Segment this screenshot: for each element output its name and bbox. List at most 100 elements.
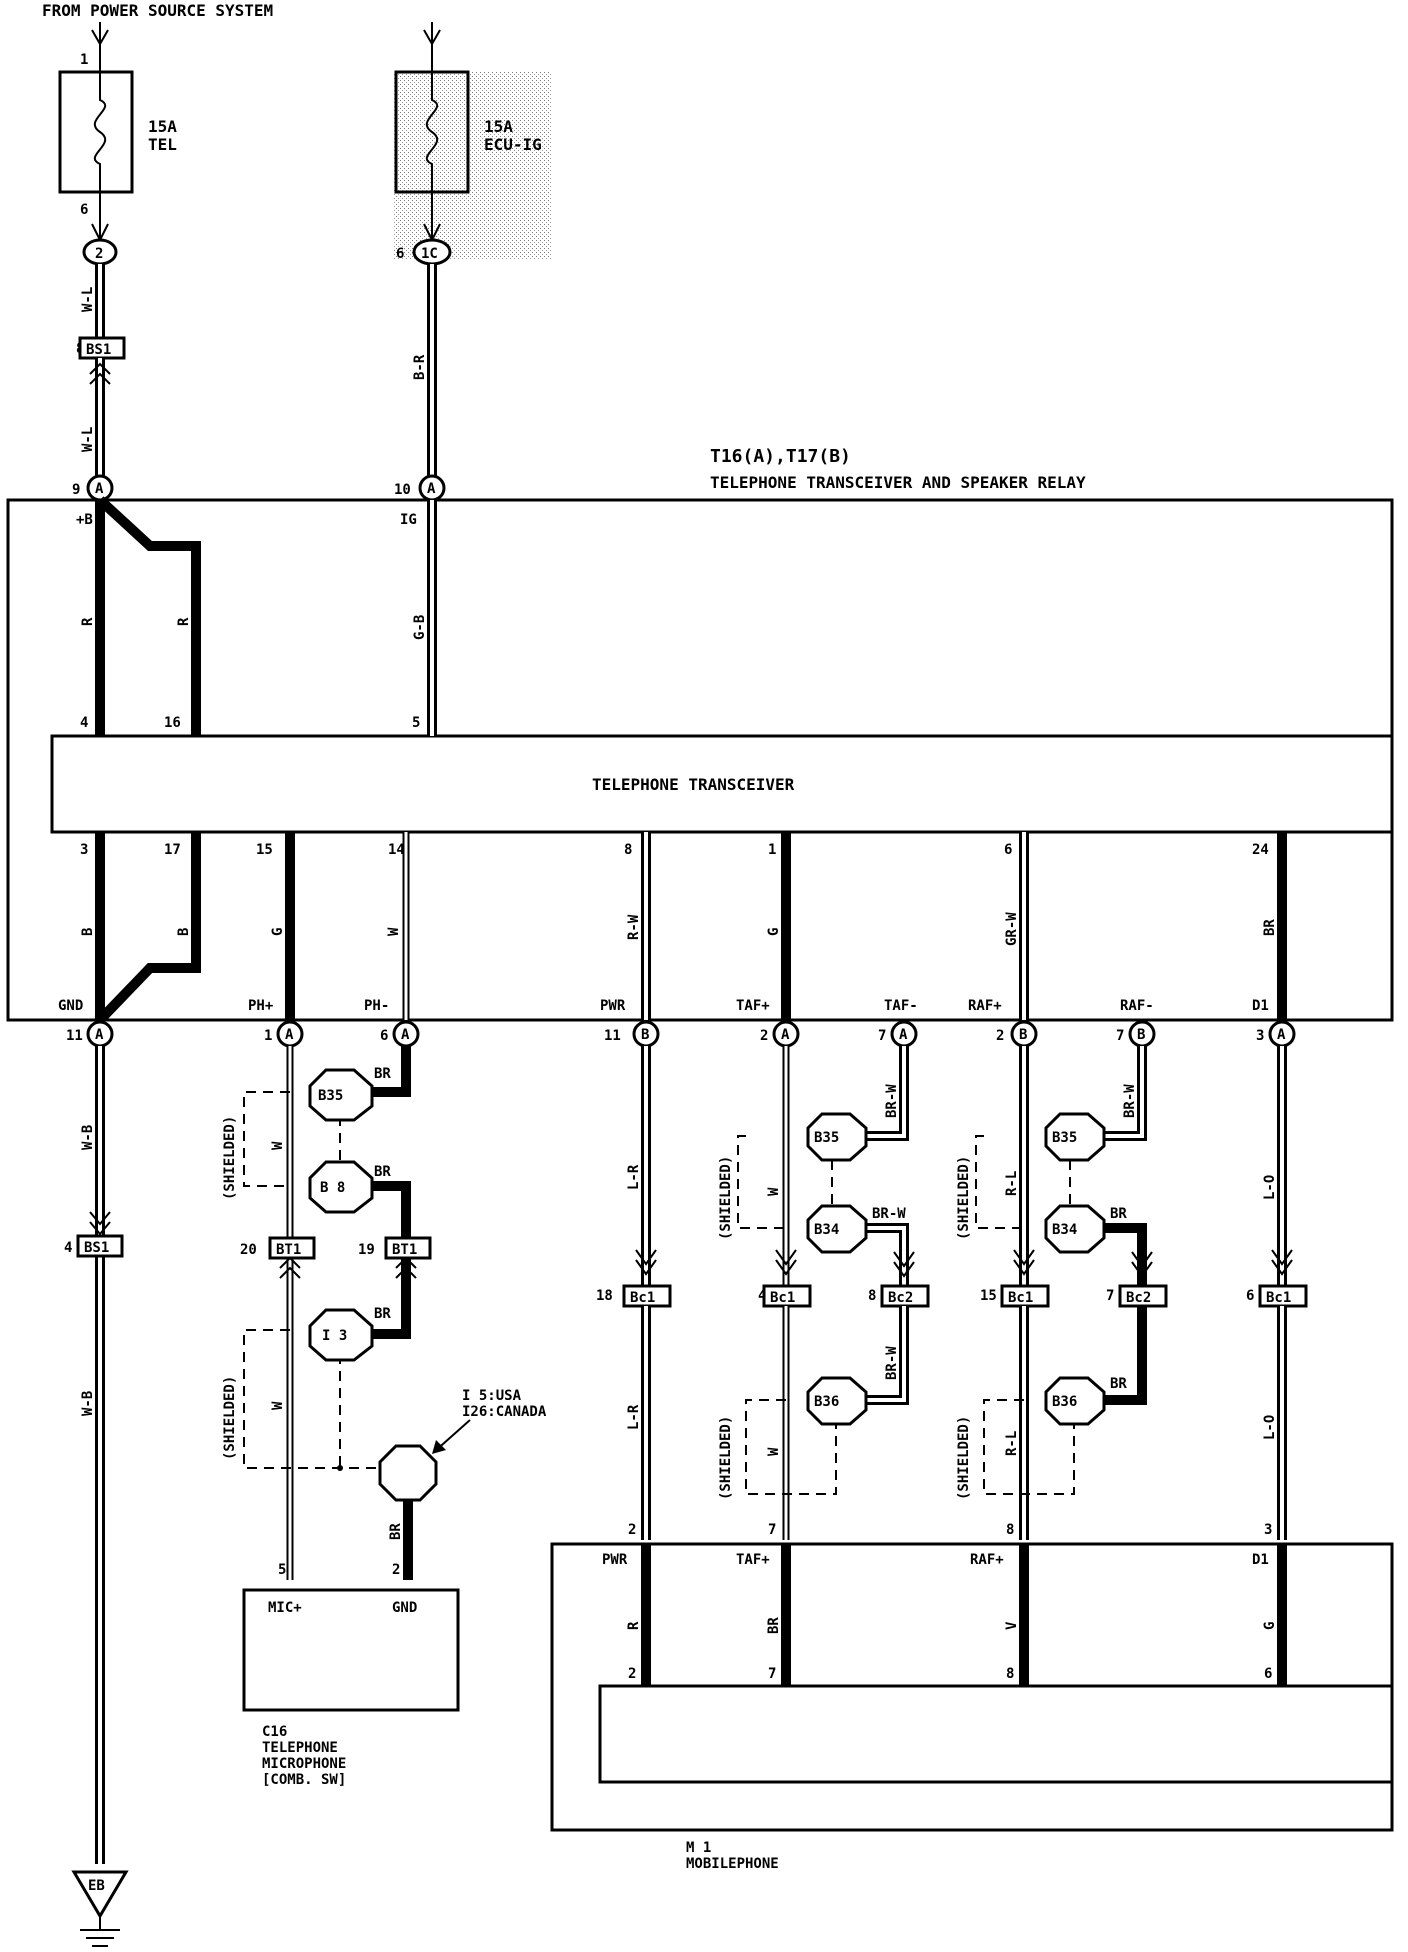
mobile-pin-8: 8: [1006, 1666, 1014, 1682]
eb-label: EB: [88, 1878, 105, 1894]
mic-name-3: [COMB. SW]: [262, 1772, 346, 1788]
wire-label: L-O: [1262, 1415, 1278, 1440]
wire-label: B: [176, 928, 192, 936]
relay-pin-5: 5: [412, 715, 420, 731]
bc2-label: Bc2: [888, 1290, 913, 1306]
term-php: PH+: [248, 998, 273, 1014]
bt1-pin-right: 19: [358, 1242, 375, 1258]
wire-label: R-L: [1004, 1431, 1020, 1456]
splice-b35-taf: B35: [806, 1112, 868, 1162]
connector-bs1-bottom: [76, 1234, 124, 1258]
bs1-bot-pin: 4: [64, 1240, 72, 1256]
relay-pin-8: 8: [624, 842, 632, 858]
wire-label: R-L: [1004, 1171, 1020, 1196]
wire-label: R: [626, 1621, 642, 1630]
mic-pin-5: 5: [278, 1562, 286, 1578]
splice-b35-left: B35: [308, 1068, 374, 1122]
relay-pin-4: 4: [80, 715, 88, 731]
wire-label: BR: [374, 1164, 391, 1180]
ground-point-i5: [378, 1444, 438, 1502]
fuse-ecu-amp: 15A: [484, 117, 513, 136]
splice-b36-taf: B36: [806, 1376, 868, 1426]
arrow-in-icon: [91, 29, 109, 47]
mic-term-mic: MIC+: [268, 1600, 302, 1616]
relay-pin-1: 1: [768, 842, 776, 858]
bc1-label: Bc1: [1266, 1290, 1291, 1306]
mobile-pin-2: 2: [628, 1666, 636, 1682]
shield-label: (SHIELDED): [956, 1416, 972, 1500]
wire-label: R: [80, 617, 96, 626]
bc1-label: Bc1: [770, 1290, 795, 1306]
mobile-term-tafp: TAF+: [736, 1552, 770, 1568]
svg-text:3: 3: [1256, 1028, 1264, 1044]
splice-b35-raf: B35: [1044, 1112, 1106, 1162]
mic-pin-2: 2: [392, 1562, 400, 1578]
relay-pin-10: 10: [394, 482, 411, 498]
wire-gnd-loop: [95, 832, 201, 1024]
ground-icon: [80, 1916, 120, 1947]
shaded-area: [394, 72, 552, 260]
wire-label: BR-W: [884, 1346, 900, 1380]
transceiver-label: TELEPHONE TRANSCEIVER: [592, 775, 795, 794]
svg-text:B36: B36: [814, 1394, 839, 1410]
bt1-label: BT1: [392, 1242, 417, 1258]
c1c-pin: 6: [396, 246, 404, 262]
term-ig: IG: [400, 512, 417, 528]
wire-label: B: [80, 928, 96, 936]
svg-text:11: 11: [604, 1028, 621, 1044]
ground-point-eb: [71, 1870, 129, 1919]
mobile-pin-6: 6: [1264, 1666, 1272, 1682]
bc1-label: Bc1: [1008, 1290, 1033, 1306]
svg-text:A: A: [285, 1027, 294, 1043]
svg-text:A: A: [401, 1027, 410, 1043]
wire-label: BR: [1262, 919, 1278, 936]
fuse-ecu-icon: [425, 72, 439, 192]
mobile-term-d1: D1: [1252, 1552, 1269, 1568]
mic-box: [242, 1588, 460, 1712]
svg-text:1: 1: [264, 1028, 272, 1044]
wire-label: R-W: [626, 914, 642, 940]
svg-text:B: B: [1019, 1027, 1027, 1043]
ground-note-usa: I 5:USA: [462, 1388, 522, 1404]
svg-text:B34: B34: [1052, 1222, 1077, 1238]
term-rafp: RAF+: [968, 998, 1002, 1014]
wire-label: W: [766, 1187, 782, 1196]
relay-pin-17: 17: [164, 842, 181, 858]
shield-label: (SHIELDED): [718, 1156, 734, 1240]
mobilephone-inner-box: [598, 1684, 1394, 1784]
wire-label: L-R: [626, 1404, 642, 1430]
svg-text:7: 7: [878, 1028, 886, 1044]
svg-text:B35: B35: [318, 1088, 343, 1104]
term-tafp: TAF+: [736, 998, 770, 1014]
wire-label: G-B: [412, 615, 428, 640]
svg-text:B 8: B 8: [320, 1180, 345, 1196]
bc2-label: Bc2: [1126, 1290, 1151, 1306]
ground-note-canada: I26:CANADA: [462, 1404, 547, 1420]
splice-b36-raf: B36: [1044, 1376, 1106, 1426]
term-d1: D1: [1252, 998, 1269, 1014]
wire-label: W: [270, 1401, 286, 1410]
wire-label: G: [1262, 1622, 1278, 1630]
term-pb: +B: [76, 512, 93, 528]
wire-label: W-L: [80, 287, 96, 312]
fuse-ecu-name: ECU-IG: [484, 135, 542, 154]
wire-label: W: [766, 1447, 782, 1456]
wire-label: BR: [1110, 1206, 1127, 1222]
mobile-pin-top-8: 8: [1006, 1522, 1014, 1538]
mobile-code: M 1: [686, 1840, 711, 1856]
wire-label: W: [386, 927, 402, 936]
mic-name-1: TELEPHONE: [262, 1740, 338, 1756]
bc-pin-15: 15: [980, 1288, 997, 1304]
term-gnd: GND: [58, 998, 83, 1014]
shield-label: (SHIELDED): [222, 1116, 238, 1200]
bc-pin-18: 18: [596, 1288, 613, 1304]
relay-pin-15: 15: [256, 842, 273, 858]
wire-pb-loop: [95, 496, 201, 736]
wire-label: BR: [374, 1306, 391, 1322]
term-tafm: TAF-: [884, 998, 918, 1014]
fuse-tel-pin-in: 1: [80, 52, 88, 68]
wire-label: BR-W: [884, 1084, 900, 1118]
connector-2-label: 2: [95, 246, 103, 262]
wire-label: L-R: [626, 1164, 642, 1190]
mic-code: C16: [262, 1724, 287, 1740]
